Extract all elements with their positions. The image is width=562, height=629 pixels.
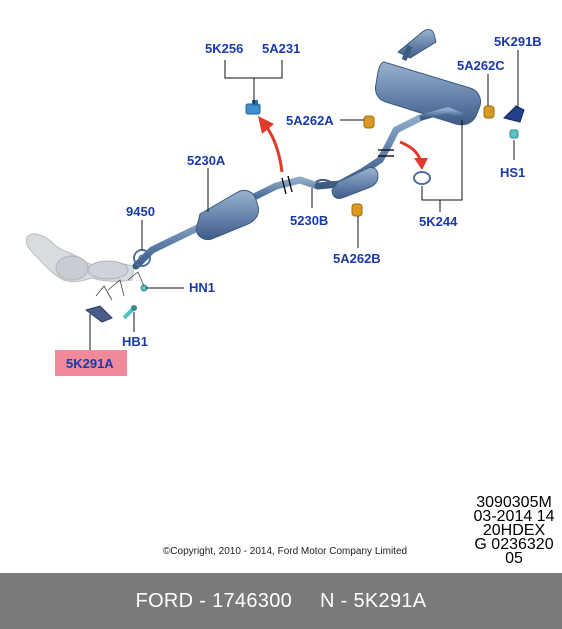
label-5K291A: 5K291A [66,356,114,371]
assembly-lines [95,271,145,301]
label-HN1: HN1 [189,280,215,295]
label-5K256: 5K256 [205,41,243,56]
isolator-5A262C-part [483,105,495,119]
rear-muffler [375,29,481,126]
label-5K291B: 5K291B [494,34,542,49]
drawing-reference-block: 3090305M 03-2014 14 20HDEX G 0236320 05 [470,494,558,567]
label-5A262B: 5A262B [333,251,381,266]
red-arrow-up [258,116,284,173]
label-5A262C: 5A262C [457,58,505,73]
middle-pipe [314,114,424,199]
label-5A262A: 5A262A [286,113,334,128]
bracket-5K291A-part [84,305,113,323]
ref-line-1: 3090305M [476,494,552,511]
isolator-5A262B-part [351,203,363,217]
clamp-5K244-part [413,171,431,185]
bracket-5K256-part [245,100,261,115]
exhaust-system-diagram: 5K256 5A231 5K291B 5A262C 5A262A HS1 523… [25,29,542,376]
highlight-box-5K291A [55,350,127,376]
label-9450: 9450 [126,204,155,219]
ref-line-3: 20HDEX [482,522,546,539]
front-muffler [195,189,259,241]
pipe-joint-rear [378,149,394,157]
label-5A231: 5A231 [262,41,300,56]
copyright-notice: ©Copyright, 2010 - 2014, Ford Motor Comp… [162,546,408,557]
ref-line-4: G 0236320 05 [474,536,554,567]
ref-line-2: 03-2014 14 [473,508,555,525]
label-5230B: 5230B [290,213,328,228]
footer-part-number: FORD - 1746300 [135,589,293,612]
footer-bar: FORD - 1746300 N - 5K291A [0,573,562,629]
leader-lines [89,50,519,350]
footer-part-code: N - 5K291A [320,589,427,612]
label-HB1: HB1 [122,334,148,349]
label-5230A: 5230A [187,153,226,168]
bracket-5K291B-part [503,105,525,139]
catalytic-converter [25,233,135,283]
pipe-joint-front [281,175,293,195]
isolator-5A262A-part [363,115,375,129]
label-HS1: HS1 [500,165,525,180]
red-arrow-right [399,140,428,170]
label-5K244: 5K244 [419,214,458,229]
bolt-HB1-part [122,305,137,320]
